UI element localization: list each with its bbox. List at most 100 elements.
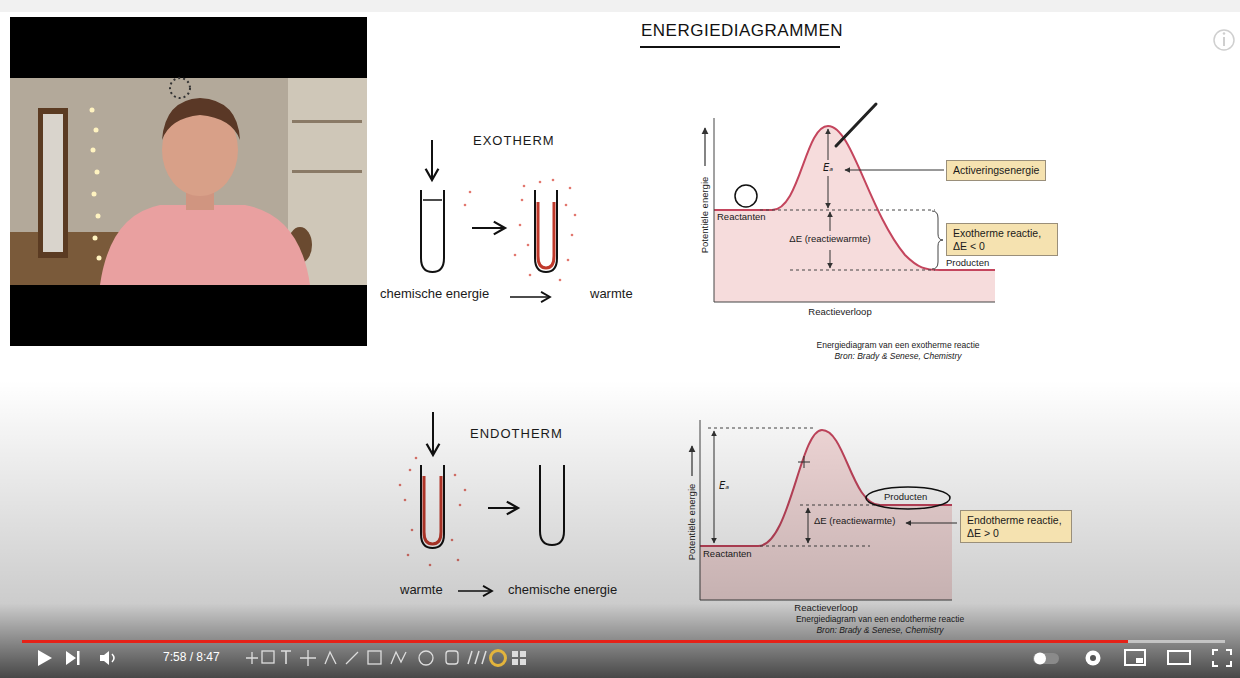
- test-tube: [421, 190, 444, 272]
- level-line: [760, 210, 935, 211]
- fairy-light: [93, 236, 98, 241]
- box-text: Activeringsenergie: [953, 164, 1039, 177]
- heat-dot: [521, 199, 524, 202]
- video-time: 7:58 / 8:47: [163, 651, 220, 665]
- tool-icon: [512, 659, 518, 665]
- theater-button: [1168, 651, 1190, 664]
- heat-dot: [519, 224, 522, 227]
- axis-title: Potentiële energie: [687, 484, 698, 561]
- title-underline: [640, 46, 840, 48]
- ea-symbol: Eₐ: [719, 480, 729, 492]
- tool-icon: [520, 659, 526, 665]
- fairy-light: [97, 256, 102, 261]
- box-text: Exotherme reactie, ΔE < 0: [953, 227, 1051, 252]
- axis-title: Potentiële energie: [700, 177, 711, 254]
- info-icon: [1223, 37, 1225, 46]
- tool-icon: [391, 652, 406, 664]
- axis: [714, 118, 715, 302]
- brace: [932, 211, 943, 269]
- tool-icon: [281, 651, 291, 664]
- tool-icon: [512, 651, 518, 657]
- progress-played: [22, 640, 1128, 643]
- heat-dot: [527, 244, 530, 247]
- handwritten-heading: EXOTHERM: [473, 134, 555, 149]
- reaction-arrow: [472, 227, 505, 229]
- leader-line: [845, 170, 944, 171]
- tool-icon: [419, 651, 433, 665]
- ea-arrow: [828, 176, 829, 208]
- slide-title: ENERGIEDIAGRAMMEN: [641, 21, 843, 41]
- callout-box: Endotherme reactie, ΔE > 0: [960, 510, 1072, 543]
- volume-button: [112, 654, 114, 662]
- heat-dot: [571, 234, 574, 237]
- heat-dot: [552, 179, 555, 182]
- tool-icon: [468, 651, 486, 664]
- heat-dot: [569, 187, 572, 190]
- settings-gear: [1086, 651, 1101, 666]
- info-icon: [1214, 30, 1234, 50]
- handwritten-label: warmte: [400, 583, 443, 598]
- heat-dot: [523, 185, 526, 188]
- fairy-light: [91, 148, 96, 153]
- fairy-light: [92, 192, 97, 197]
- axis: [714, 302, 995, 303]
- next-button: [66, 651, 76, 665]
- hot-contents: [538, 202, 554, 268]
- callout-box: Activeringsenergie: [946, 160, 1046, 181]
- callout-box: Exotherme reactie, ΔE < 0: [946, 223, 1058, 256]
- tool-icon: [262, 651, 274, 663]
- bookshelf: [292, 170, 362, 173]
- test-tube: [535, 190, 557, 272]
- level-label: Reactanten: [717, 212, 766, 223]
- conversion-arrow: [510, 296, 550, 298]
- top-strip: [0, 0, 1240, 12]
- fairy-light: [90, 108, 95, 113]
- test-tube: [423, 199, 442, 201]
- webcam-frame: [10, 17, 367, 346]
- tool-icon: [368, 651, 381, 664]
- heat-dot: [559, 279, 562, 282]
- level-label: Reactanten: [703, 549, 752, 560]
- figure-caption: Energiediagram van een endotherme reacti…: [796, 615, 964, 625]
- handwritten-heading: ENDOTHERM: [470, 427, 563, 442]
- level-line: [790, 270, 935, 271]
- tool-icon: [300, 650, 316, 666]
- tool-icon: [346, 652, 358, 664]
- mirror: [43, 114, 63, 252]
- volume-button: [100, 651, 109, 665]
- heat-dot: [567, 259, 570, 262]
- fullscreen-button: [1213, 650, 1231, 666]
- bookshelf: [292, 120, 362, 123]
- axis-title: Reactieverloop: [794, 603, 857, 614]
- heat-dot: [529, 274, 532, 277]
- energy-area: [714, 126, 995, 302]
- ea-arrow: [828, 129, 829, 160]
- fairy-light: [95, 170, 100, 175]
- play-button: [38, 650, 52, 666]
- mirror: [38, 108, 68, 258]
- tool-icon: [446, 651, 458, 664]
- autoplay-toggle: [1033, 653, 1059, 664]
- delta-e-label: ΔE (reactiewarmte): [814, 516, 895, 527]
- heat-dot: [469, 191, 472, 194]
- axis-arrow: [704, 128, 705, 166]
- down-arrow: [431, 140, 433, 180]
- next-button: [77, 651, 80, 665]
- player-shade: [0, 380, 1240, 678]
- miniplayer-button: [1136, 658, 1143, 663]
- source-note: Bron: Brady & Senese, Chemistry: [816, 626, 943, 636]
- heat-dot: [514, 254, 517, 257]
- ball-sketch: [735, 185, 757, 207]
- tool-icon: [520, 651, 526, 657]
- autoplay-toggle: [1034, 653, 1046, 665]
- fairy-light: [96, 214, 101, 219]
- handwritten-label: warmte: [590, 287, 633, 302]
- color-wheel: [491, 651, 506, 666]
- heat-dot: [464, 204, 467, 207]
- heat-dot: [574, 214, 577, 217]
- miniplayer-button: [1125, 650, 1145, 665]
